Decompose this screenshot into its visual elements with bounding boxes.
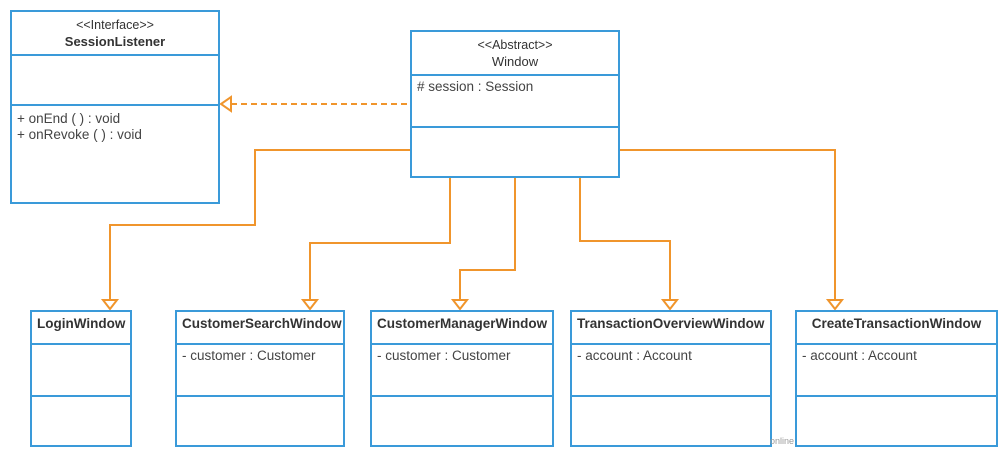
generalization-line-customer-manager xyxy=(459,176,516,300)
methods-section: + onEnd ( ) : void + onRevoke ( ) : void xyxy=(12,106,218,143)
generalization-line-create-transaction xyxy=(620,149,836,300)
class-name: LoginWindow xyxy=(37,316,126,331)
attributes-section xyxy=(12,56,218,106)
class-header: CustomerSearchWindow xyxy=(177,312,343,345)
class-header: CustomerManagerWindow xyxy=(372,312,552,345)
attributes-section: - customer : Customer xyxy=(372,345,552,397)
attribute-item: - customer : Customer xyxy=(377,348,511,363)
generalization-arrowhead-customer-search xyxy=(300,299,320,311)
class-header: <<Interface>> SessionListener xyxy=(12,12,218,56)
class-transaction-overview-window[interactable]: TransactionOverviewWindow - account : Ac… xyxy=(570,310,772,447)
class-name: TransactionOverviewWindow xyxy=(577,316,765,331)
class-customer-manager-window[interactable]: CustomerManagerWindow - customer : Custo… xyxy=(370,310,554,447)
class-header: <<Abstract>> Window xyxy=(412,32,618,76)
attribute-item: - account : Account xyxy=(577,348,692,363)
class-window[interactable]: <<Abstract>> Window # session : Session xyxy=(410,30,620,178)
class-create-transaction-window[interactable]: CreateTransactionWindow - account : Acco… xyxy=(795,310,998,447)
generalization-line-login xyxy=(109,149,410,300)
class-name: CreateTransactionWindow xyxy=(811,316,982,331)
attribute-item: - customer : Customer xyxy=(182,348,316,363)
class-customer-search-window[interactable]: CustomerSearchWindow - customer : Custom… xyxy=(175,310,345,447)
generalization-arrowhead-customer-manager xyxy=(450,299,470,311)
method-item: + onRevoke ( ) : void xyxy=(17,127,142,142)
class-stereotype: <<Abstract>> xyxy=(477,37,553,52)
generalization-arrowhead-create-transaction xyxy=(825,299,845,311)
generalization-arrowhead-login xyxy=(100,299,120,311)
class-name: SessionListener xyxy=(64,33,166,49)
watermark-text: online xyxy=(770,436,795,446)
class-login-window[interactable]: LoginWindow xyxy=(30,310,132,447)
class-name: CustomerManagerWindow xyxy=(377,316,548,331)
class-header: LoginWindow xyxy=(32,312,130,345)
class-header: TransactionOverviewWindow xyxy=(572,312,770,345)
attributes-section: - customer : Customer xyxy=(177,345,343,397)
method-item: + onEnd ( ) : void xyxy=(17,111,121,126)
realization-arrowhead xyxy=(219,95,232,113)
class-name: Window xyxy=(491,53,539,69)
attributes-section: - account : Account xyxy=(797,345,996,397)
generalization-line-customer-search xyxy=(309,176,451,300)
class-session-listener[interactable]: <<Interface>> SessionListener + onEnd ( … xyxy=(10,10,220,204)
generalization-line-transaction-overview xyxy=(579,176,671,300)
attributes-section: # session : Session xyxy=(412,76,618,128)
attribute-item: - account : Account xyxy=(802,348,917,363)
attributes-section: - account : Account xyxy=(572,345,770,397)
attribute-item: # session : Session xyxy=(417,79,534,94)
class-name: CustomerSearchWindow xyxy=(182,316,342,331)
class-stereotype: <<Interface>> xyxy=(76,17,154,32)
generalization-arrowhead-transaction-overview xyxy=(660,299,680,311)
attributes-section xyxy=(32,345,130,397)
class-header: CreateTransactionWindow xyxy=(797,312,996,345)
